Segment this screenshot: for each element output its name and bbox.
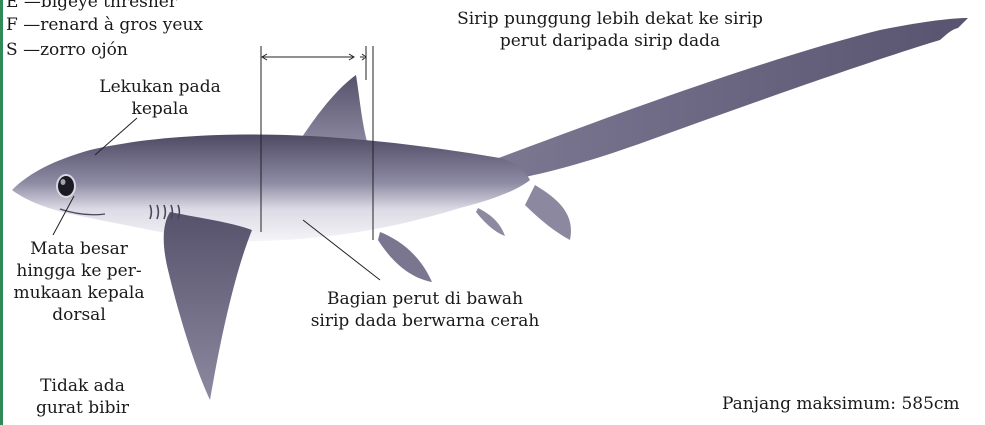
label-max-length: Panjang maksimum: 585cm xyxy=(722,393,960,415)
label-dorsal-fin: Sirip punggung lebih dekat ke sirip peru… xyxy=(420,8,800,52)
name-en: E —bigeye thresher xyxy=(6,0,177,13)
label-belly: Bagian perut di bawah sirip dada berwarn… xyxy=(280,288,570,332)
label-lip: Tidak ada gurat bibir xyxy=(10,375,155,419)
name-es: S —zorro ojón xyxy=(6,39,128,61)
pectoral-fin xyxy=(164,212,252,400)
pelvic-fin xyxy=(378,232,432,282)
shark-eye xyxy=(57,175,75,197)
shark-body xyxy=(12,135,530,242)
label-head-notch: Lekukan pada kepala xyxy=(85,76,235,120)
label-eye: Mata besar hingga ke per- mukaan kepala … xyxy=(0,238,158,326)
anal-fin xyxy=(476,208,505,236)
dorsal-fin xyxy=(300,75,368,145)
tail-lower-lobe xyxy=(525,185,571,240)
name-fr: F —renard à gros yeux xyxy=(6,14,203,36)
